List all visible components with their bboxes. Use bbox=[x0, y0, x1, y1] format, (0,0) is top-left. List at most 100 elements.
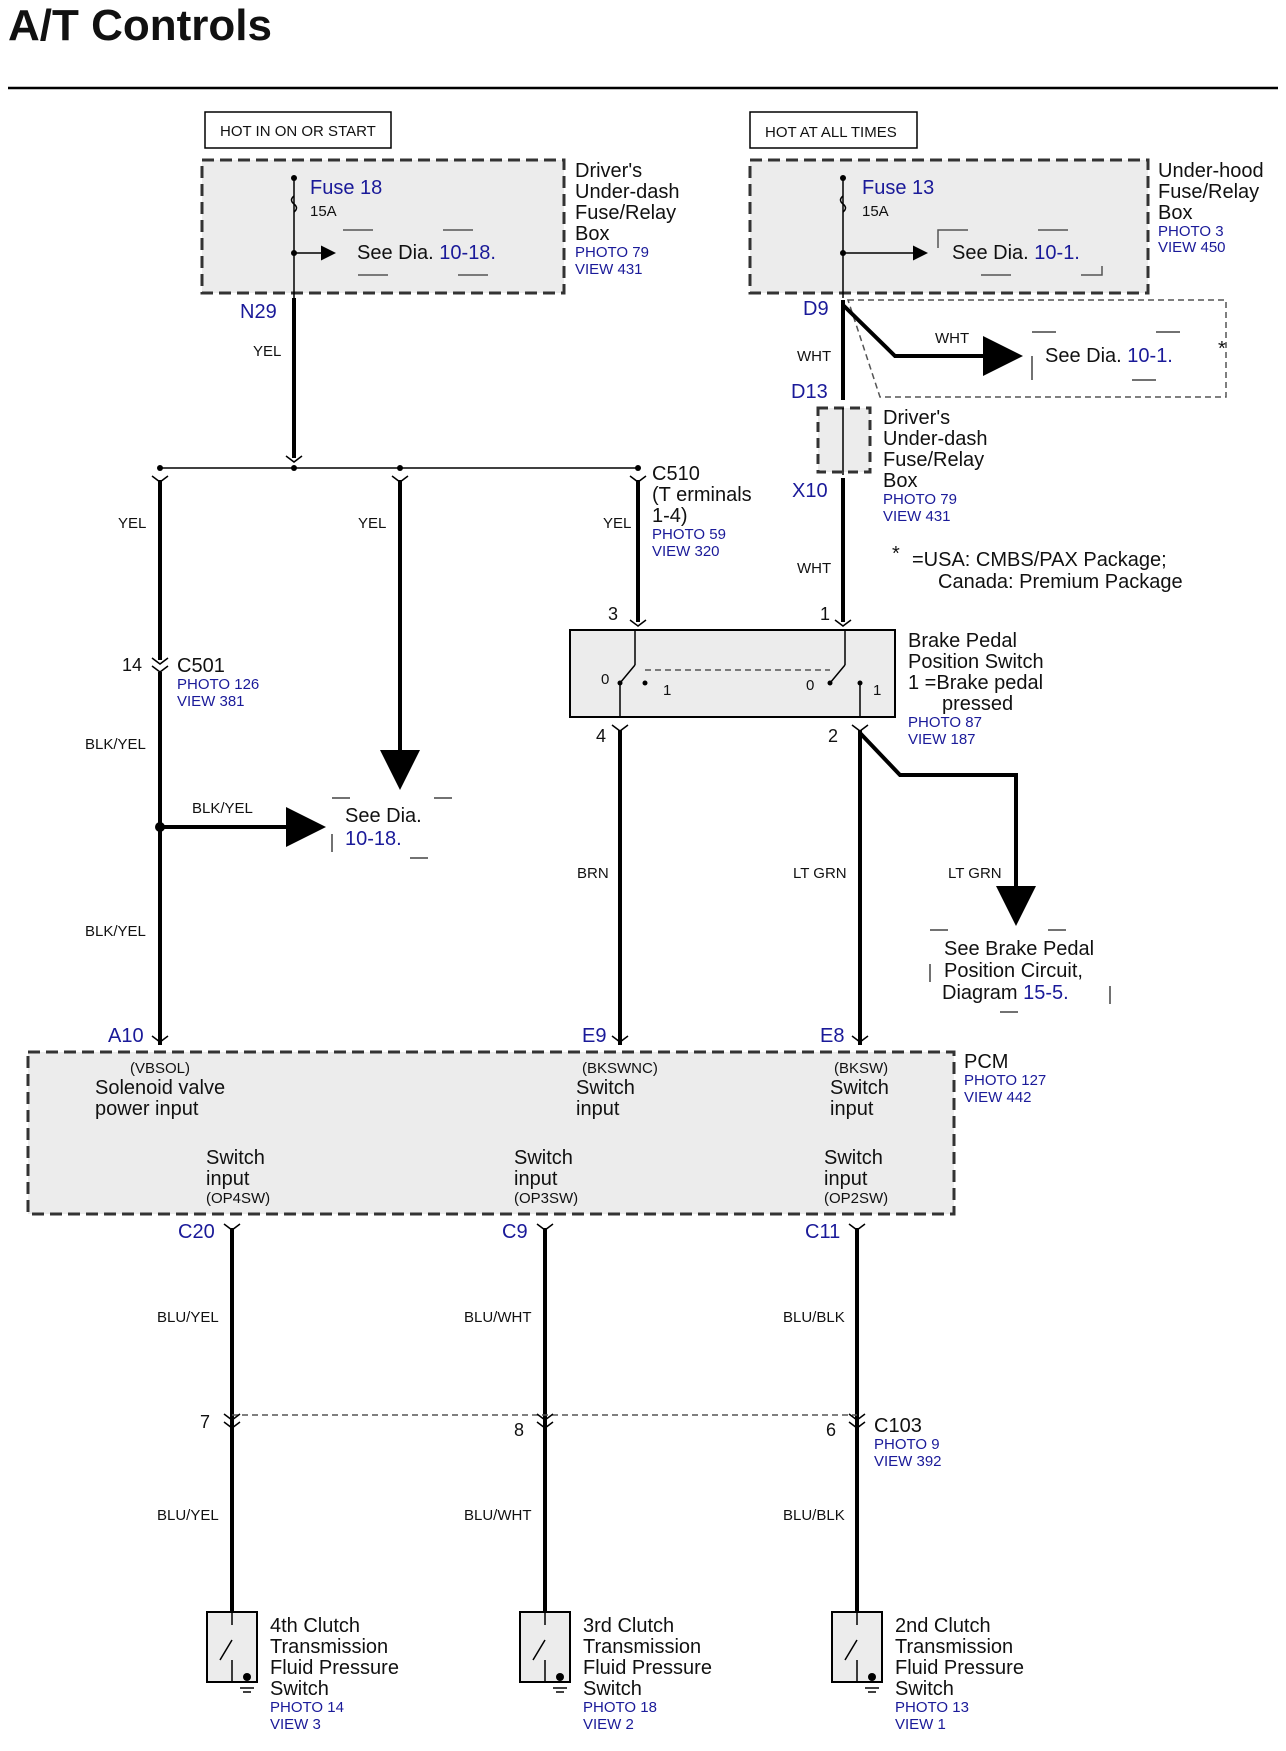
pcm-photo: PHOTO 127 bbox=[964, 1072, 1046, 1089]
brake-sw-left-blade bbox=[619, 664, 636, 684]
pcm-in-a10-l2: power input bbox=[95, 1098, 199, 1120]
clutch-switch-2nd bbox=[831, 1611, 883, 1693]
clutch-3rd-name-4: Switch bbox=[583, 1678, 642, 1700]
clutch-3rd-ground-dot bbox=[556, 1673, 564, 1681]
power-label-right-box bbox=[749, 111, 918, 149]
brake-sw-right-blade bbox=[829, 664, 846, 684]
brake-sw-right-contact-1 bbox=[857, 680, 863, 686]
left-fuse-icon bbox=[290, 195, 298, 213]
right-branch-see-box bbox=[1031, 331, 1195, 381]
driver-box2 bbox=[816, 406, 872, 474]
driver-box2-name-3: Fuse/Relay bbox=[883, 449, 984, 471]
left-fuse-node bbox=[291, 175, 297, 181]
right-fuse-box-name-3: Box bbox=[1158, 202, 1192, 224]
wire-label-blu-wht-2: BLU/WHT bbox=[464, 1507, 532, 1524]
brake-sw-left-contact-1 bbox=[642, 680, 648, 686]
left-see-box bbox=[342, 229, 494, 276]
wire-label-blu-blk-1: BLU/BLK bbox=[783, 1309, 845, 1326]
right-fuse-amps: 15A bbox=[862, 203, 889, 220]
wire-label-yel-middle: YEL bbox=[358, 515, 386, 532]
pcm-in-e8-code: (BKSW) bbox=[834, 1060, 888, 1077]
brake-pin3-connector bbox=[629, 619, 647, 627]
pcm-out-c9-code: (OP3SW) bbox=[514, 1190, 578, 1207]
right-fuse-box-name-2: Fuse/Relay bbox=[1158, 181, 1259, 203]
pcm-view: VIEW 442 bbox=[964, 1089, 1032, 1106]
pcm-out-c11-l2: input bbox=[824, 1168, 868, 1190]
terminal-n29: N29 bbox=[240, 301, 277, 323]
right-fuse-box-name-1: Under-hood bbox=[1158, 160, 1264, 182]
c103-photo: PHOTO 9 bbox=[874, 1436, 940, 1453]
see-brake-circuit-1: See Brake Pedal bbox=[944, 938, 1094, 960]
clutch-2nd-ground-dot bbox=[868, 1673, 876, 1681]
note-line-2: Canada: Premium Package bbox=[938, 571, 1183, 593]
pcm-terminal-c20: C20 bbox=[178, 1221, 215, 1243]
brake-switch-name-1: Brake Pedal bbox=[908, 630, 1017, 652]
pcm-box bbox=[26, 1050, 956, 1216]
pcm-pin-e9 bbox=[611, 1035, 629, 1043]
see-1018-mid-ref: 10-18. bbox=[345, 828, 402, 850]
terminal-x10: X10 bbox=[792, 480, 828, 502]
wire-lt-grn-branch bbox=[858, 731, 1036, 926]
driver-box2-view: VIEW 431 bbox=[883, 508, 951, 525]
pcm-in-a10-code: (VBSOL) bbox=[130, 1060, 190, 1077]
bus-node-4 bbox=[635, 465, 641, 471]
clutch-3rd-name-3: Fluid Pressure bbox=[583, 1657, 712, 1679]
wire-label-wht-2: WHT bbox=[797, 560, 831, 577]
pcm-out-c20-l1: Switch bbox=[206, 1147, 265, 1169]
see-1018-mid-box bbox=[331, 797, 453, 859]
brake-sw-left-pos1: 1 bbox=[663, 682, 671, 699]
clutch-3rd-view: VIEW 2 bbox=[583, 1716, 634, 1733]
c510-photo: PHOTO 59 bbox=[652, 526, 726, 543]
wire-label-yel-right: YEL bbox=[603, 515, 631, 532]
c510-view: VIEW 320 bbox=[652, 543, 720, 560]
clutch-2nd-photo: PHOTO 13 bbox=[895, 1699, 969, 1716]
pcm-in-a10-l1: Solenoid valve bbox=[95, 1077, 225, 1099]
clutch-2nd-name-1: 2nd Clutch bbox=[895, 1615, 991, 1637]
right-fuse-box-photo: PHOTO 3 bbox=[1158, 223, 1224, 240]
bus-node-1 bbox=[157, 465, 163, 471]
pcm-in-e9-l2: input bbox=[576, 1098, 620, 1120]
wire-label-yel-left: YEL bbox=[118, 515, 146, 532]
pcm-out-c20-l2: input bbox=[206, 1168, 250, 1190]
brake-switch-view: VIEW 187 bbox=[908, 731, 976, 748]
pcm-terminal-c11: C11 bbox=[805, 1221, 840, 1243]
c103-pin-6-conn bbox=[848, 1413, 866, 1429]
terminal-d9: D9 bbox=[803, 298, 829, 320]
c501-photo: PHOTO 126 bbox=[177, 676, 259, 693]
pcm-terminal-c9: C9 bbox=[502, 1221, 528, 1243]
clutch-4th-view: VIEW 3 bbox=[270, 1716, 321, 1733]
clutch-3rd-blade bbox=[532, 1639, 546, 1661]
left-fuse-name: Fuse 18 bbox=[310, 177, 382, 199]
brake-switch-name-4: pressed bbox=[942, 693, 1013, 715]
see-brake-circuit-2: Position Circuit, bbox=[944, 960, 1083, 982]
c510-line-2: 1-4) bbox=[652, 505, 688, 527]
clutch-3rd-name-1: 3rd Clutch bbox=[583, 1615, 674, 1637]
driver-box2-name-1: Driver's bbox=[883, 407, 950, 429]
clutch-4th-name-2: Transmission bbox=[270, 1636, 388, 1658]
svg-text:See Dia. 10-18.: See Dia. 10-18. bbox=[357, 242, 496, 264]
right-see-ref: 10-1. bbox=[1034, 242, 1080, 264]
pcm-pin-a10 bbox=[151, 1035, 169, 1043]
clutch-4th-ground-dot bbox=[243, 1673, 251, 1681]
pcm-pin-e8 bbox=[851, 1035, 869, 1043]
clutch-2nd-view: VIEW 1 bbox=[895, 1716, 946, 1733]
connector-n29-bottom bbox=[285, 455, 303, 463]
bus-node-3 bbox=[397, 465, 403, 471]
brake-pin-1: 1 bbox=[820, 604, 830, 624]
bus-node-2 bbox=[291, 465, 297, 471]
clutch-2nd-name-3: Fluid Pressure bbox=[895, 1657, 1024, 1679]
pcm-name: PCM bbox=[964, 1051, 1008, 1073]
pcm-out-c11-l1: Switch bbox=[824, 1147, 883, 1169]
left-fuse-box-name-3: Fuse/Relay bbox=[575, 202, 676, 224]
c501-pin: 14 bbox=[122, 655, 142, 675]
left-fuse-amps: 15A bbox=[310, 203, 337, 220]
wire-label-blk-yel-branch: BLK/YEL bbox=[192, 800, 253, 817]
left-fuse-box-photo: PHOTO 79 bbox=[575, 244, 649, 261]
pcm-out-c11-code: (OP2SW) bbox=[824, 1190, 888, 1207]
svg-text:Diagram 15-5.: Diagram 15-5. bbox=[942, 982, 1069, 1004]
see-brake-circuit-box bbox=[929, 929, 1111, 1013]
clutch-4th-name-4: Switch bbox=[270, 1678, 329, 1700]
left-fuse-box-name-4: Box bbox=[575, 223, 609, 245]
c501-connector bbox=[151, 657, 169, 673]
right-branch-see-prefix: See Dia. bbox=[1045, 345, 1122, 367]
